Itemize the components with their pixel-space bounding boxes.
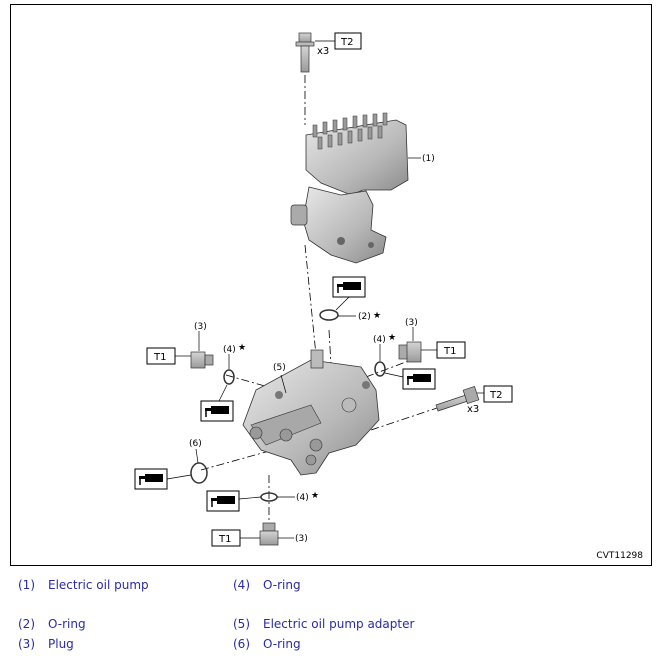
legend: (1) Electric oil pump (2) O-ring (3) Plug (…	[0, 570, 658, 660]
o-ring-6	[190, 462, 208, 484]
legend-item-3: (3) Plug	[18, 637, 74, 651]
callout-4-right: (4)	[373, 335, 386, 345]
legend-text: O-ring	[48, 617, 86, 631]
callout-5: (5)	[273, 363, 286, 373]
right-bolt	[435, 386, 480, 412]
oil-icon-top	[332, 276, 366, 298]
torque-t1-left: T1	[153, 352, 166, 363]
legend-item-6: (6) O-ring	[233, 637, 301, 651]
legend-text: Electric oil pump adapter	[263, 617, 415, 631]
star-4-bottom: ★	[311, 491, 319, 501]
legend-text: O-ring	[263, 578, 301, 592]
oil-icon-right	[402, 368, 436, 390]
plug-bottom	[259, 522, 279, 546]
star-4-right: ★	[388, 333, 396, 343]
callout-3-right: (3)	[405, 318, 418, 328]
figure-code: CVT11298	[596, 551, 643, 561]
torque-box-t1-bottom	[211, 529, 241, 547]
plug-right	[398, 341, 422, 363]
torque-t1-right: T1	[443, 346, 456, 357]
callout-4-left: (4)	[223, 345, 236, 355]
torque-box-t2-top	[334, 32, 362, 50]
legend-item-2: (2) O-ring	[18, 617, 86, 631]
legend-item-4: (4) O-ring	[233, 578, 301, 592]
legend-num: (4)	[233, 578, 250, 592]
qty-x3-top: x3	[317, 46, 329, 57]
legend-text: O-ring	[263, 637, 301, 651]
electric-oil-pump	[290, 112, 409, 264]
legend-num: (6)	[233, 637, 250, 651]
star-4-left: ★	[238, 343, 246, 353]
exploded-diagram: x3 T2 (1) (2) ★	[10, 4, 652, 566]
callout-1: (1)	[422, 154, 435, 164]
o-ring-4-left	[223, 369, 235, 385]
torque-box-t2-right	[483, 385, 513, 403]
legend-text: Plug	[48, 637, 74, 651]
star-2: ★	[373, 311, 381, 321]
plug-left	[190, 351, 214, 369]
o-ring-2	[319, 309, 339, 321]
legend-item-1: (1) Electric oil pump	[18, 578, 149, 592]
o-ring-4-right	[374, 361, 386, 377]
torque-t1-bottom: T1	[218, 534, 231, 545]
legend-item-5: (5) Electric oil pump adapter	[233, 617, 414, 631]
callout-3-left: (3)	[194, 322, 207, 332]
legend-num: (1)	[18, 578, 35, 592]
qty-x3-right: x3	[467, 404, 479, 415]
torque-box-t1-left	[146, 347, 176, 365]
torque-t2-right: T2	[489, 390, 502, 401]
callout-2: (2)	[358, 312, 371, 322]
callout-3-bottom: (3)	[295, 534, 308, 544]
legend-num: (3)	[18, 637, 35, 651]
legend-num: (5)	[233, 617, 250, 631]
diagram-canvas: x3 T2 (1) (2) ★	[134, 32, 513, 547]
torque-box-t1-right	[436, 341, 466, 359]
callout-6: (6)	[189, 439, 202, 449]
oil-icon-bottom	[206, 490, 240, 512]
center-lines	[200, 75, 447, 525]
callout-4-bottom: (4)	[296, 493, 309, 503]
torque-t2-top: T2	[340, 37, 353, 48]
oil-pump-adapter	[242, 349, 380, 476]
oil-icon-left	[200, 400, 234, 422]
oil-icon-lower-left	[134, 468, 168, 490]
legend-num: (2)	[18, 617, 35, 631]
top-bolt	[295, 32, 315, 73]
legend-text: Electric oil pump	[48, 578, 149, 592]
